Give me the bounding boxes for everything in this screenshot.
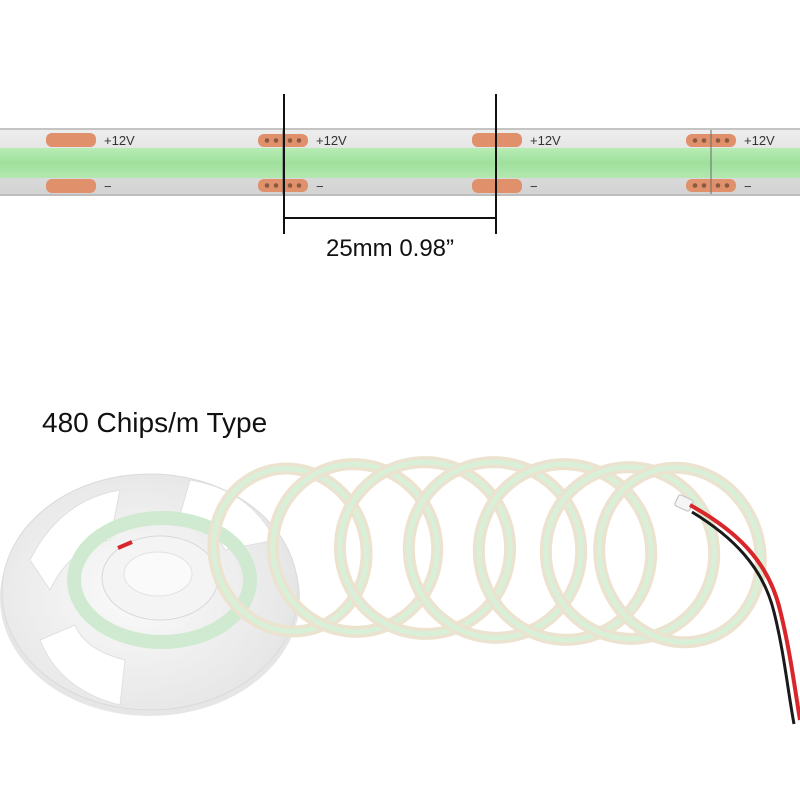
solder-hole	[287, 183, 293, 188]
solder-hole	[296, 138, 302, 143]
strip-edge-bottom	[0, 194, 800, 196]
strip-coil	[210, 466, 370, 634]
solder-hole	[701, 138, 707, 143]
negative-label: −	[744, 179, 752, 194]
solder-hole	[715, 138, 721, 143]
led-strip-coils	[207, 456, 767, 649]
positive-pad	[46, 133, 96, 147]
solder-hole	[715, 183, 721, 188]
reel-hub-wire	[117, 540, 133, 550]
strip-detail: +12V − +12V − +12V − +12V −	[0, 94, 800, 262]
positive-label: +12V	[744, 133, 775, 148]
dimension-label: 25mm 0.98”	[326, 235, 454, 262]
solder-hole	[692, 138, 698, 143]
power-leads	[674, 494, 800, 725]
solder-hole	[724, 138, 730, 143]
strip-coil	[337, 459, 513, 637]
strip-coil	[402, 456, 588, 644]
positive-label: +12V	[104, 133, 135, 148]
strip-coil	[406, 459, 584, 641]
reel-hub-inner	[123, 551, 193, 597]
solder-hole	[273, 138, 279, 143]
solder-hole	[264, 138, 270, 143]
reel-cutout	[39, 624, 126, 706]
red-wire	[689, 503, 800, 721]
solder-hole	[287, 138, 293, 143]
solder-hole	[701, 183, 707, 188]
negative-label: −	[316, 179, 324, 194]
led-reel	[0, 473, 300, 716]
solder-hole	[264, 183, 270, 188]
solder-hole	[296, 183, 302, 188]
cob-phosphor-band	[0, 148, 800, 178]
black-wire	[691, 510, 796, 725]
strip-edge-top	[0, 128, 800, 130]
strip-coil	[596, 465, 764, 645]
negative-pad	[46, 179, 96, 193]
solder-hole	[724, 183, 730, 188]
strip-coil	[333, 456, 517, 640]
positive-label: +12V	[316, 133, 347, 148]
solder-hole	[692, 183, 698, 188]
reel-wound-strip	[67, 511, 257, 649]
negative-label: −	[104, 179, 112, 194]
solder-hole	[273, 183, 279, 188]
positive-label: +12V	[530, 133, 561, 148]
type-label: 480 Chips/m Type	[42, 407, 267, 438]
negative-label: −	[530, 179, 538, 194]
reel-cutout	[29, 489, 121, 592]
